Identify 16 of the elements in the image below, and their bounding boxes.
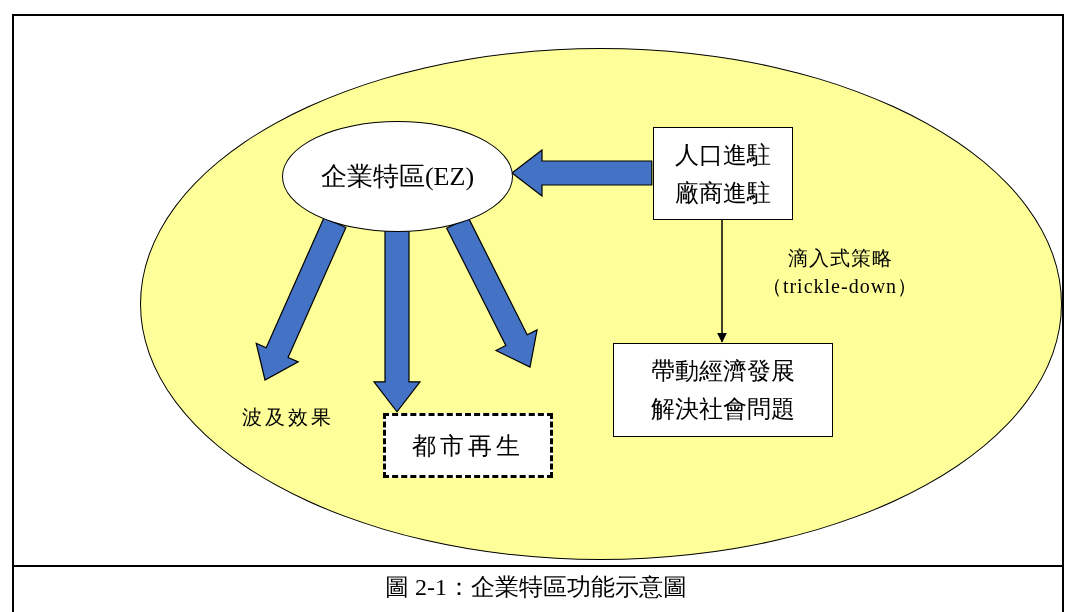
block-arrow: [255, 216, 347, 381]
node-text: 企業特區(EZ): [320, 160, 475, 193]
node-text: 人口進駐: [675, 140, 771, 170]
process-box: [653, 127, 793, 220]
edge-label: 滴入式策略（trickle-down）: [760, 246, 920, 299]
node-text: 廠商進駐: [675, 178, 771, 208]
arrow: [717, 218, 727, 343]
process-box: [613, 343, 833, 437]
node-text: 都市再生: [412, 431, 524, 461]
text-label: 波及效果: [242, 405, 334, 430]
block-arrow: [372, 230, 422, 413]
figure-caption: 圖 2-1：企業特區功能示意圖: [385, 573, 687, 602]
node-text: 帶動經濟發展: [651, 357, 795, 386]
block-arrow: [511, 148, 653, 198]
dashed-box: [383, 413, 553, 478]
node-text: 解決社會問題: [651, 395, 795, 424]
